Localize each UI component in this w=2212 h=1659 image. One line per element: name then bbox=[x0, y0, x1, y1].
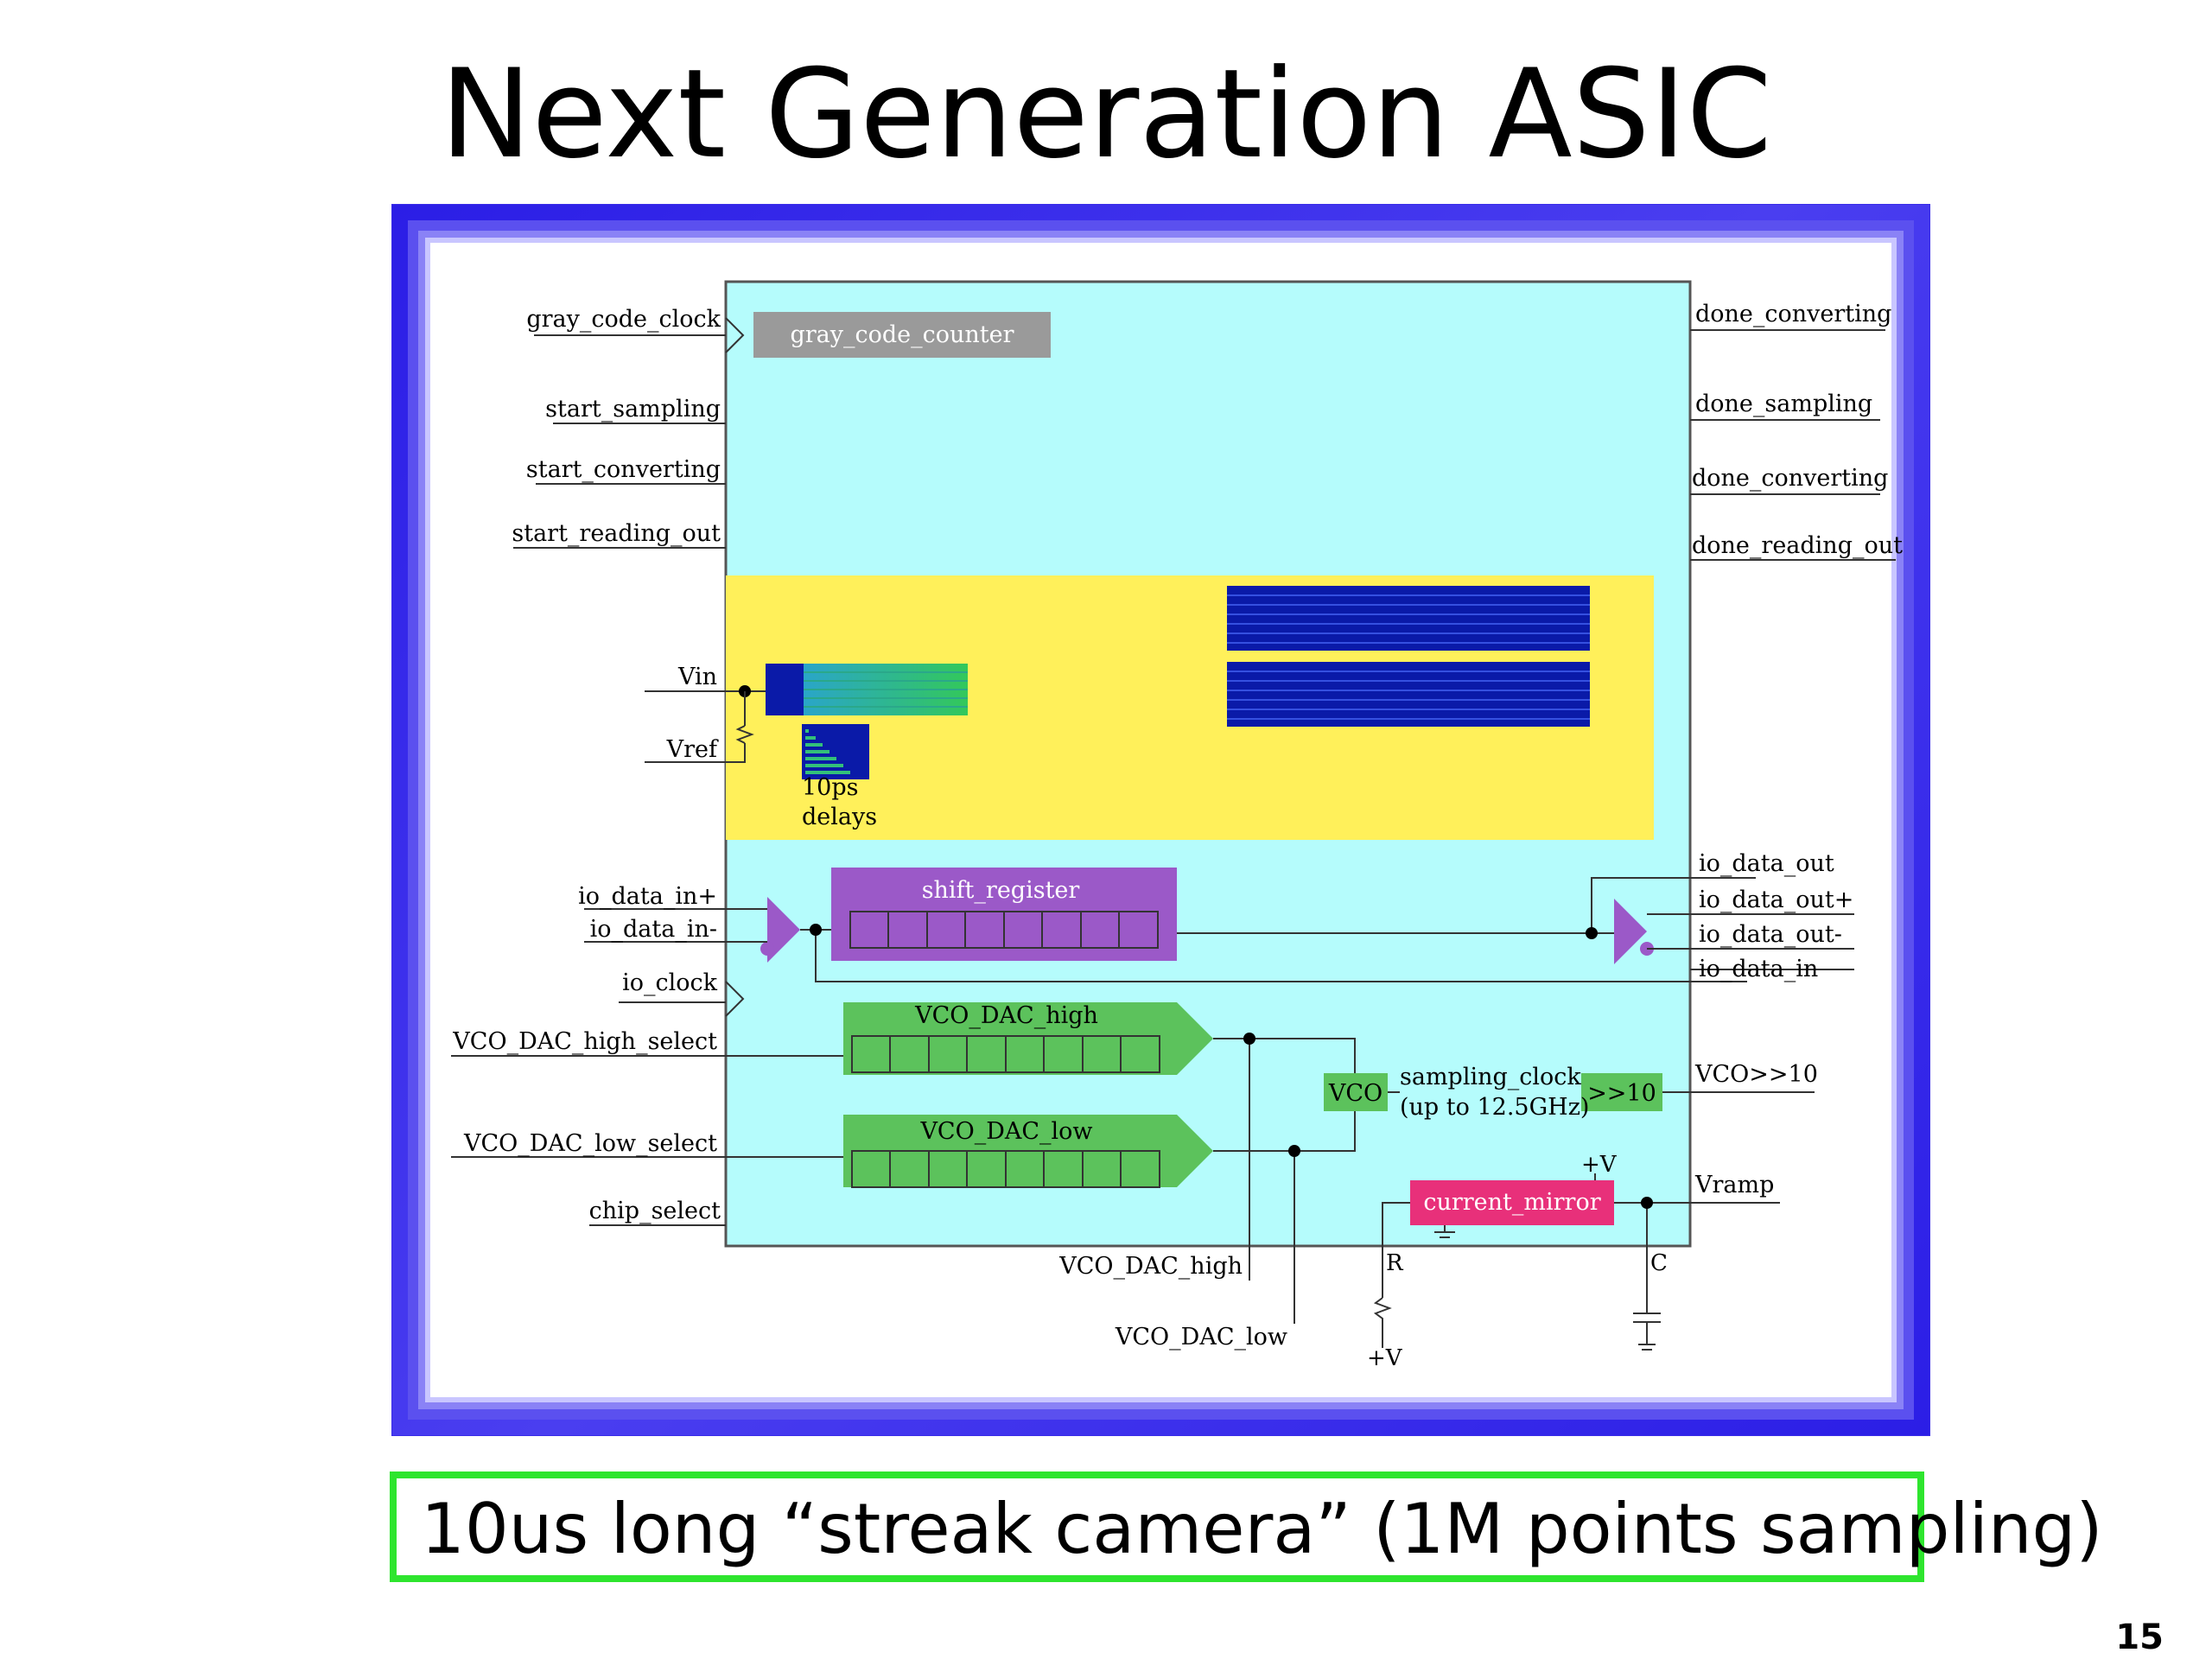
sampling-clock-label: sampling_clock bbox=[1400, 1064, 1581, 1090]
current-mirror-wires bbox=[1373, 1173, 1780, 1351]
done-sampling-label: done_sampling bbox=[1695, 391, 1872, 417]
chip-select-label: chip_select bbox=[589, 1198, 721, 1224]
io-data-out-plus-label: io_data_out+ bbox=[1699, 887, 1853, 913]
vin-label: Vin bbox=[677, 664, 717, 690]
done-converting-label-1: done_converting bbox=[1695, 301, 1891, 327]
c-label: C bbox=[1650, 1250, 1668, 1276]
io-data-in-label: io_data_in bbox=[1699, 956, 1818, 982]
dac-wires bbox=[451, 1038, 1815, 1324]
right-signal-wires bbox=[1690, 329, 1896, 970]
sampling-clock-note: (up to 12.5GHz) bbox=[1400, 1094, 1589, 1121]
io-clock-label: io_clock bbox=[622, 969, 718, 996]
output-buffer-triangle bbox=[1614, 899, 1647, 964]
vco-dac-low-label: VCO_DAC_low bbox=[919, 1118, 1092, 1145]
caption-text: 10us long “streak camera” (1M points sam… bbox=[421, 1489, 2103, 1569]
gray-code-counter-block bbox=[753, 312, 1051, 358]
done-converting-label-2: done_converting bbox=[1692, 465, 1888, 492]
io-data-out-minus-label: io_data_out- bbox=[1699, 921, 1842, 948]
start-reading-out-label: start_reading_out bbox=[512, 520, 721, 547]
done-reading-out-label: done_reading_out bbox=[1692, 532, 1903, 559]
bottom-vco-dac-high-label: VCO_DAC_high bbox=[1058, 1253, 1243, 1280]
bottom-vco-dac-low-label: VCO_DAC_low bbox=[1115, 1324, 1287, 1351]
divider-block bbox=[1581, 1073, 1662, 1111]
vref-resistor bbox=[735, 725, 754, 744]
delays-label-2: delays bbox=[802, 804, 877, 830]
gray-code-counter-label: gray_code_counter bbox=[790, 321, 1014, 348]
delays-label-1: 10ps bbox=[802, 774, 859, 801]
io-data-in-minus-label: io_data_in- bbox=[590, 916, 717, 943]
slide-title: Next Generation ASIC bbox=[440, 43, 1772, 186]
vco-dac-low-select-label: VCO_DAC_low_select bbox=[463, 1130, 717, 1157]
dac-low-junction bbox=[1288, 1145, 1300, 1157]
vco-dac-high-select-label: VCO_DAC_high_select bbox=[452, 1028, 717, 1055]
shift-register-cells bbox=[849, 911, 1159, 949]
gray-code-clock-label: gray_code_clock bbox=[526, 306, 721, 333]
vramp-junction bbox=[1641, 1197, 1653, 1209]
vco-block bbox=[1324, 1073, 1388, 1111]
io-data-in-plus-label: io_data_in+ bbox=[578, 883, 717, 910]
dac-high-junction bbox=[1243, 1033, 1255, 1045]
shift-register-label: shift_register bbox=[922, 877, 1080, 904]
input-buffer-triangle bbox=[767, 897, 800, 963]
current-mirror-label: current_mirror bbox=[1423, 1189, 1600, 1216]
storage-array-1 bbox=[1227, 586, 1590, 651]
current-mirror-block bbox=[1410, 1180, 1614, 1225]
caption-box: 10us long “streak camera” (1M points sam… bbox=[390, 1471, 2103, 1582]
io-clock-arrow bbox=[725, 981, 745, 1017]
input-buffer-bubble bbox=[760, 942, 774, 956]
vramp-label: Vramp bbox=[1694, 1172, 1774, 1198]
start-sampling-label: start_sampling bbox=[545, 396, 721, 423]
vco-label: VCO bbox=[1328, 1080, 1382, 1107]
vco-dac-high-cells bbox=[851, 1035, 1160, 1073]
start-converting-label: start_converting bbox=[526, 456, 721, 483]
vref-label: Vref bbox=[666, 736, 719, 763]
vco-dac-low-cells bbox=[851, 1150, 1160, 1188]
io-data-out-label: io_data_out bbox=[1699, 850, 1834, 877]
r-label: R bbox=[1386, 1250, 1404, 1276]
plus-v-top-label: +V bbox=[1581, 1152, 1618, 1178]
storage-array-2 bbox=[1227, 662, 1590, 727]
vco-div-label: VCO>>10 bbox=[1694, 1061, 1818, 1088]
divider-label: >>10 bbox=[1587, 1080, 1656, 1107]
vref-wire bbox=[645, 691, 746, 763]
page-number: 15 bbox=[2115, 1618, 2164, 1657]
left-signal-wires bbox=[513, 334, 726, 1226]
sampling-cells bbox=[766, 664, 968, 779]
vco-dac-high-label: VCO_DAC_high bbox=[914, 1002, 1098, 1029]
plus-v-bottom-label: +V bbox=[1367, 1345, 1403, 1371]
gray-code-clock-arrow bbox=[725, 317, 745, 353]
io-junction-left bbox=[810, 924, 822, 936]
io-junction-right bbox=[1586, 927, 1598, 939]
